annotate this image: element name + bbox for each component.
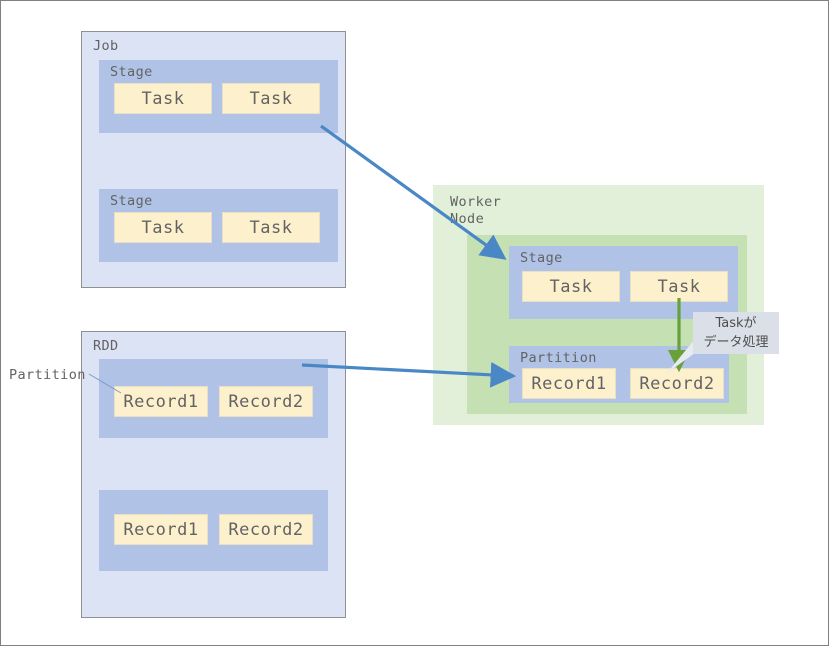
record-label: Record1 (123, 391, 199, 412)
record-label: Record1 (123, 519, 199, 540)
callout-line-1: Taskが (715, 316, 757, 331)
worker-stage-title: Stage (520, 250, 563, 266)
rdd-title: RDD (93, 338, 119, 354)
record-label: Record2 (228, 391, 304, 412)
task-label: Task (141, 217, 185, 238)
task-label: Task (249, 88, 293, 109)
task-label: Task (249, 217, 293, 238)
job-title: Job (93, 38, 119, 54)
worker-stage-task-2[interactable]: Task (630, 271, 728, 302)
job-stage-2-task-2[interactable]: Task (222, 212, 320, 243)
record-label: Record2 (228, 519, 304, 540)
job-stage-1-task-1[interactable]: Task (114, 83, 212, 114)
job-stage-2-task-1[interactable]: Task (114, 212, 212, 243)
partition-external-label: Partition (9, 367, 86, 383)
task-label: Task (657, 276, 701, 297)
task-label: Task (141, 88, 185, 109)
rdd-partition-2-record-2[interactable]: Record2 (219, 514, 313, 545)
callout-line-2: データ処理 (703, 335, 769, 350)
record-label: Record1 (531, 373, 607, 394)
rdd-partition-1-record-2[interactable]: Record2 (219, 386, 313, 417)
rdd-partition-2-record-1[interactable]: Record1 (114, 514, 208, 545)
job-stage-2-title: Stage (110, 193, 153, 209)
worker-partition-record-1[interactable]: Record1 (522, 368, 616, 399)
job-stage-1-title: Stage (110, 64, 153, 80)
rdd-partition-1-record-1[interactable]: Record1 (114, 386, 208, 417)
record-label: Record2 (639, 373, 715, 394)
task-label: Task (549, 276, 593, 297)
worker-partition-title: Partition (520, 350, 597, 366)
worker-node-title: Worker Node (450, 194, 502, 227)
worker-partition-record-2[interactable]: Record2 (630, 368, 724, 399)
callout-task-processing[interactable]: Taskが データ処理 (693, 312, 779, 354)
worker-stage-task-1[interactable]: Task (522, 271, 620, 302)
job-stage-1-task-2[interactable]: Task (222, 83, 320, 114)
